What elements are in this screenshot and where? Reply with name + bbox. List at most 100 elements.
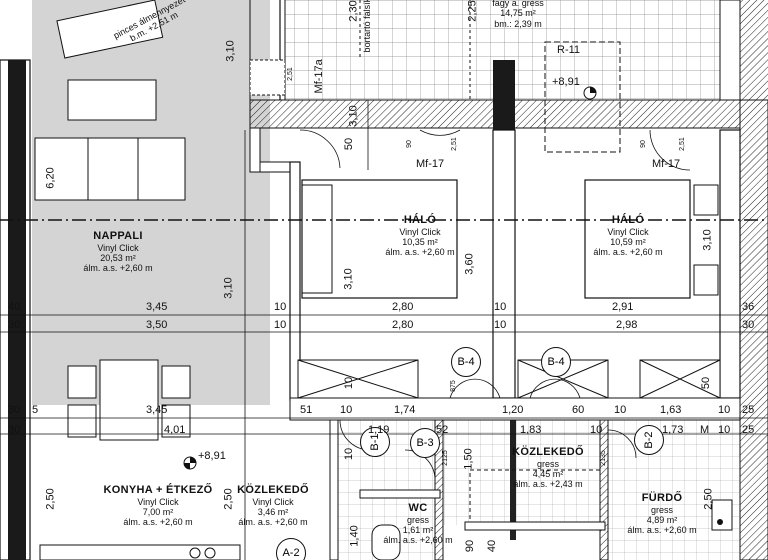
dim-r2-a: 30 (8, 319, 21, 331)
dim-r3-l: 25 (742, 404, 755, 416)
r11-label: R-11 (557, 44, 581, 56)
dim-v-250b: 2,50 (222, 488, 235, 510)
room-floor: gress (536, 458, 559, 469)
dim-v-140: 1,40 (348, 525, 361, 547)
room-label-konyha: KONYHA + ÉTKEZŐ Vinyl Click 7,00 m² álm.… (98, 484, 218, 528)
terrace-line1: fagy a. gress (492, 0, 544, 8)
room-height: álm. a.s. +2,43 m (513, 479, 583, 490)
bed-left (301, 179, 458, 299)
room-area: 10,59 m² (610, 236, 646, 247)
room-name: NAPPALI (93, 230, 143, 242)
room-floor: Vinyl Click (137, 496, 179, 507)
door-tag-b4-right: B-4 (541, 347, 571, 377)
dim-r2-b: 3,50 (146, 319, 168, 331)
mf17-right-label: Mf-17 (652, 158, 681, 170)
dim-v-50a: 50 (343, 137, 356, 151)
dim-r1-c: 10 (274, 301, 287, 313)
level-top: +8,91 (552, 76, 580, 88)
dim-r4-i: 10 (718, 424, 731, 436)
dim-r4-d: 52 (436, 424, 449, 436)
room-floor: Vinyl Click (607, 226, 649, 237)
room-area: 7,00 m² (142, 506, 174, 517)
dim-v-10a: 10 (343, 376, 356, 390)
dim-r3-e: 10 (340, 404, 353, 416)
room-name: FÜRDŐ (641, 492, 683, 504)
dim-v-360: 3,60 (463, 253, 476, 275)
door-tag-b4-left: B-4 (451, 347, 481, 377)
kozlekedo-tiles (435, 420, 605, 525)
room-label-kozlekedo-mid: KÖZLEKEDŐ gress 4,45 m² álm. a.s. +2,43 … (488, 446, 608, 490)
dim-r1-a: 40 (8, 301, 21, 313)
dim-r1-e: 10 (494, 301, 507, 313)
room-area: 4,89 m² (646, 514, 678, 525)
room-name: HÁLÓ (403, 214, 437, 226)
dim-r3-h: 60 (572, 404, 585, 416)
dining-table (99, 359, 159, 441)
r251b-note: 2,51 (450, 137, 458, 151)
r251-note: 2,51 (286, 67, 294, 81)
dim-r4-b: 4,01 (164, 424, 186, 436)
left-wall (8, 60, 26, 560)
room-floor: Vinyl Click (97, 242, 139, 253)
room-name: KÖZLEKEDŐ (512, 446, 584, 458)
dim-r3-f: 1,74 (394, 404, 416, 416)
dim-r3-b: 5 (32, 404, 39, 416)
bortarto-note: bortartó falsík (362, 0, 373, 53)
dim-r2-e: 10 (494, 319, 507, 331)
room-label-kozlekedo-left: KÖZLEKEDŐ Vinyl Click 3,46 m² álm. a.s. … (228, 484, 318, 528)
room-height: álm. a.s. +2,60 m (383, 535, 453, 546)
room-name: KONYHA + ÉTKEZŐ (103, 484, 213, 496)
dim-v-90: 90 (464, 539, 477, 553)
door-tag-b3: B-3 (410, 428, 440, 458)
east-wall (739, 99, 768, 560)
room-floor: gress (650, 504, 673, 515)
room-label-furdo: FÜRDŐ gress 4,89 m² álm. a.s. +2,60 m (612, 492, 712, 536)
room-area: 3,46 m² (257, 506, 289, 517)
furdo-tiles (605, 420, 740, 560)
dim-r2-c: 10 (274, 319, 287, 331)
room-floor: gress (406, 514, 429, 525)
door-size-note-2: 2135 (599, 450, 607, 466)
dim-v-230: 2,30 (347, 0, 360, 22)
dim-r3-a: 30 (8, 404, 21, 416)
terrace-label: fagy a. gress 14,75 m² bm.: 2,39 m (478, 0, 558, 29)
dim-v-310b: 3,10 (222, 277, 235, 299)
dim-r3-d: 51 (300, 404, 313, 416)
room-area: 20,53 m² (100, 252, 136, 263)
door-tag-b2: B-2 (634, 425, 664, 455)
dim-r4-e: 1,83 (520, 424, 542, 436)
room-area: 10,35 m² (402, 236, 438, 247)
dim-v-225: 2,25 (466, 0, 479, 22)
r90b-note: 90 (639, 140, 647, 148)
room-floor: Vinyl Click (252, 496, 294, 507)
room-height: álm. a.s. +2,60 m (627, 525, 697, 536)
dim-r1-d: 2,80 (392, 301, 414, 313)
mf17a-label: Mf-17a (312, 59, 325, 94)
mf17-left-label: Mf-17 (416, 158, 445, 170)
terrace-line3: bm.: 2,39 m (494, 18, 542, 29)
room-area: 1,61 m² (402, 524, 434, 535)
dim-v-10b: 10 (343, 447, 356, 461)
room-label-halo-left: HÁLÓ Vinyl Click 10,35 m² álm. a.s. +2,6… (370, 214, 470, 258)
dim-r2-f: 2,98 (616, 319, 638, 331)
dim-v-150: 1,50 (462, 448, 475, 470)
terrace-line2: 14,75 m² (500, 8, 536, 19)
dim-v-310d: 3,10 (347, 105, 360, 127)
room-height: álm. a.s. +2,60 m (123, 517, 193, 528)
dim-r3-j: 1,63 (660, 404, 682, 416)
dim-r3-g: 1,20 (502, 404, 524, 416)
room-height: álm. a.s. +2,60 m (385, 247, 455, 258)
room-name: WC (408, 502, 428, 514)
dim-v-250c: 2,50 (702, 488, 715, 510)
room-name: KÖZLEKEDŐ (237, 484, 309, 496)
dim-r4-c: 1,19 (368, 424, 390, 436)
dim-v-310a: 3,10 (224, 40, 237, 62)
dim-r4-f: 10 (590, 424, 603, 436)
room-label-nappali: NAPPALI Vinyl Click 20,53 m² álm. a.s. +… (58, 230, 178, 274)
room-label-wc: WC gress 1,61 m² álm. a.s. +2,60 m (378, 502, 458, 546)
door-size-note: 2125 (441, 450, 449, 466)
dim-r1-b: 3,45 (146, 301, 168, 313)
door-tag-a2: A-2 (276, 538, 306, 560)
